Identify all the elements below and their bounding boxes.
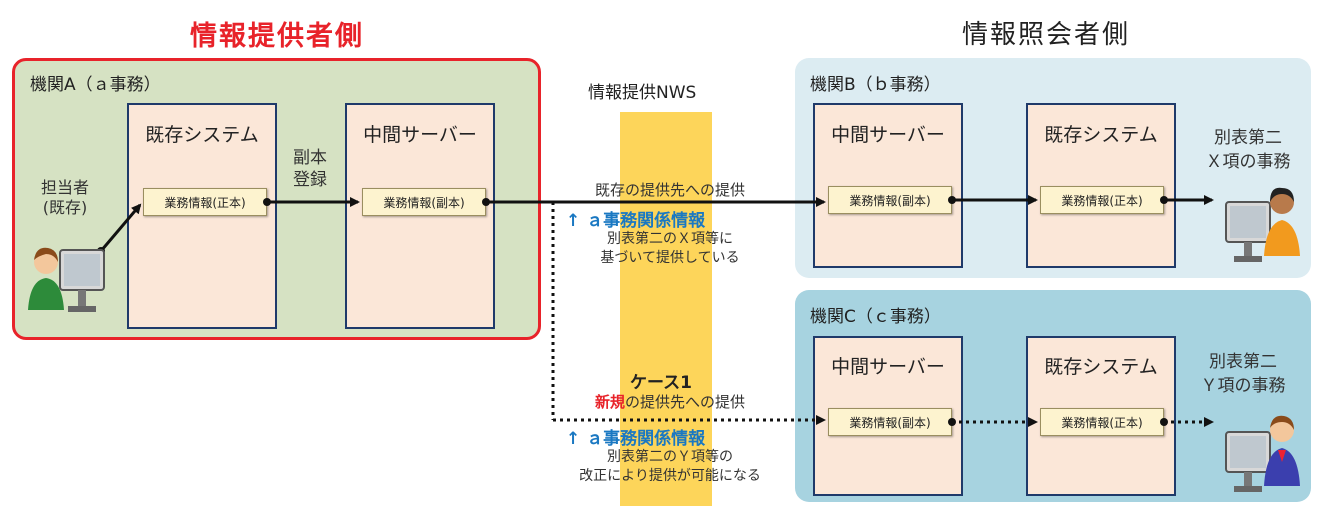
c-original-to-user-arrow [1160,417,1214,427]
a-info-label-x: ↑ ａ事務関係情報 [566,211,706,231]
x-task-2: Ｘ項の事務 [1205,152,1291,172]
b-existing-system-label: 既存システム [1044,124,1158,146]
copy-registration-2: 登録 [293,170,327,190]
existing-provision-arrow [482,197,826,207]
b-intermediate-server [813,103,963,268]
org-c-label: 機関C（ｃ事務） [810,307,941,327]
staff-label-1: 担当者 [40,178,89,197]
b-copy-to-original-arrow [948,195,1038,205]
user-c-icon [1225,415,1300,492]
c-info-original: 業務情報(正本) [1040,408,1164,436]
a-existing-system-label: 既存システム [145,124,259,146]
user-b-icon [1225,187,1300,262]
new-provision-dotted-path [551,202,826,425]
b-intermediate-server-label: 中間サーバー [831,124,945,146]
a-intermediate-server [345,103,495,329]
x-task-1: 別表第二 [1214,128,1282,148]
a-existing-system [127,103,277,329]
a-info-copy: 業務情報(副本) [362,188,486,216]
requester-heading: 情報照会者側 [962,20,1131,50]
c-info-copy: 業務情報(副本) [828,408,952,436]
staff-label-2: (既存) [42,198,88,217]
org-b-label: 機関B（ｂ事務） [810,75,941,95]
org-a-label: 機関A（ａ事務） [30,75,161,95]
c-intermediate-server-label: 中間サーバー [831,356,945,378]
b-existing-system [1026,103,1176,268]
new-suffix: の提供先への提供 [625,393,746,411]
copy-registration-1: 副本 [293,148,327,168]
y-task-1: 別表第二 [1209,352,1277,372]
new-destination-label: 新規の提供先への提供 [555,392,785,412]
case1-label: ケース1 [630,373,692,393]
x-note-2: 基づいて提供している [600,250,740,266]
y-task-2: Ｙ項の事務 [1200,376,1286,396]
b-original-to-user-arrow [1160,195,1214,205]
c-existing-system-label: 既存システム [1044,356,1158,378]
a-info-label-y: ↑ ａ事務関係情報 [566,429,706,449]
y-note-1: 別表第二のＹ項等の [607,449,733,465]
nws-band [620,112,712,506]
a-info-original: 業務情報(正本) [143,188,267,216]
provider-heading: 情報提供者側 [190,21,364,52]
x-note-1: 別表第二のＸ項等に [607,231,733,247]
c-copy-to-original-arrow [948,417,1038,427]
copy-registration-arrow [263,197,360,207]
nws-label: 情報提供NWS [588,83,697,103]
existing-destination-label: 既存の提供先への提供 [594,181,745,199]
a-intermediate-server-label: 中間サーバー [363,124,477,146]
new-prefix: 新規 [594,393,625,411]
b-info-copy: 業務情報(副本) [828,186,952,214]
y-note-2: 改正により提供が可能になる [579,468,761,484]
staff-person-icon [28,247,105,312]
